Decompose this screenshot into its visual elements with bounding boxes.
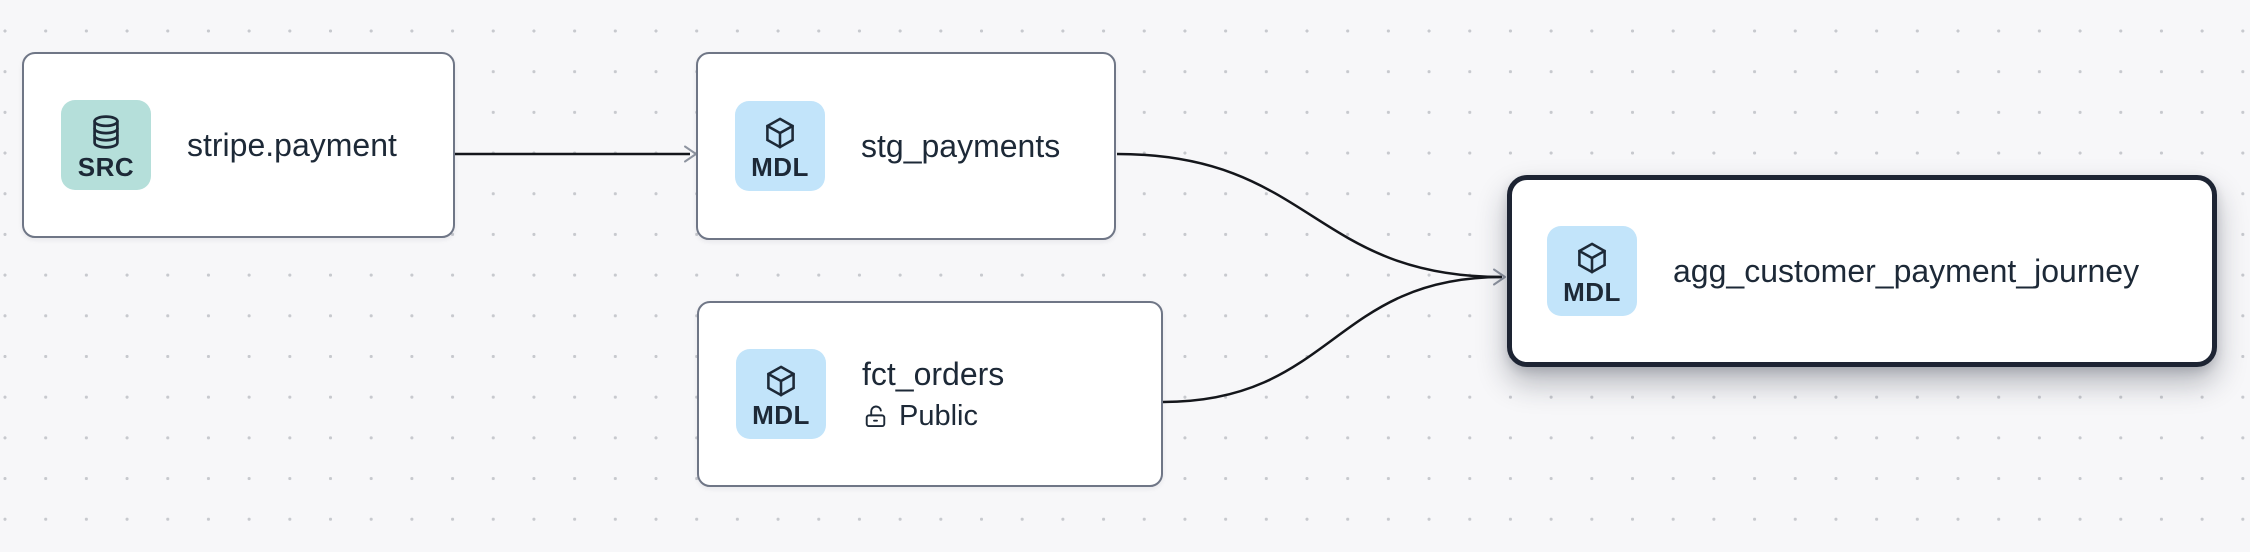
- node-title: stg_payments: [861, 127, 1061, 164]
- node-fct-orders[interactable]: MDL fct_orders Public: [697, 301, 1163, 487]
- node-stg-payments[interactable]: MDL stg_payments: [696, 52, 1116, 240]
- database-icon: [93, 114, 119, 149]
- node-title: agg_customer_payment_journey: [1673, 252, 2140, 289]
- node-title: stripe.payment: [187, 126, 397, 163]
- badge-label: MDL: [1563, 276, 1621, 307]
- node-type-badge: MDL: [735, 101, 825, 191]
- badge-label: MDL: [752, 399, 810, 430]
- access-row: Public: [862, 399, 1004, 433]
- cube-icon: [767, 365, 795, 397]
- badge-label: MDL: [751, 151, 809, 182]
- node-type-badge: MDL: [1547, 226, 1637, 316]
- node-type-badge: SRC: [61, 100, 151, 190]
- lock-open-icon: [865, 405, 886, 428]
- edge-stg-payments-to-agg-customer-payment-journey[interactable]: [1116, 152, 1503, 279]
- node-stripe-payment[interactable]: SRC stripe.payment: [22, 52, 455, 238]
- cube-icon: [766, 117, 794, 149]
- badge-label: SRC: [77, 151, 135, 182]
- edge-fct-orders-to-agg-customer-payment-journey[interactable]: [1162, 275, 1503, 404]
- node-title: fct_orders: [862, 356, 1005, 393]
- node-type-badge: MDL: [736, 349, 826, 439]
- access-label: Public: [899, 399, 978, 432]
- node-agg-customer-payment-journey[interactable]: MDL agg_customer_payment_journey: [1507, 175, 2217, 367]
- cube-icon: [1578, 242, 1606, 274]
